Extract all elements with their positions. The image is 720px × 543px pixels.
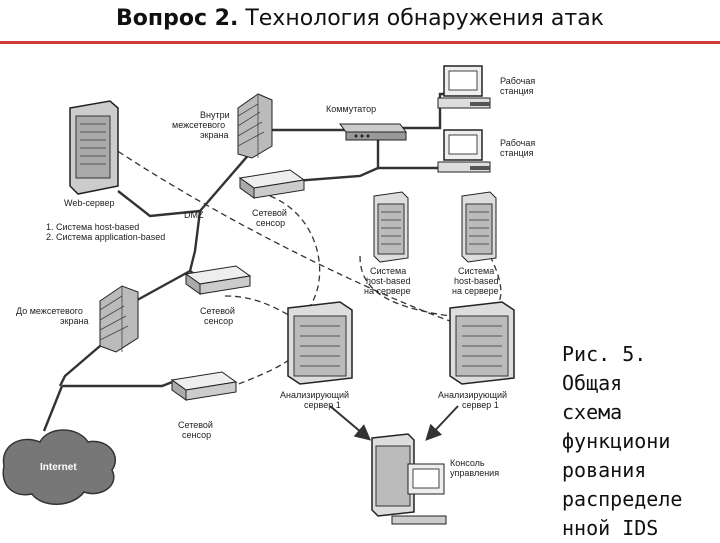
- network-sensor-2-icon: [184, 265, 252, 295]
- host-ids-server-1-icon: [373, 191, 409, 263]
- title-divider: [0, 41, 720, 44]
- outer-firewall-icon: [99, 285, 139, 353]
- internet-label: Internet: [40, 462, 77, 473]
- workstation-1-label-line2: станция: [500, 86, 534, 96]
- analyzer-server-1-icon: [287, 301, 353, 385]
- caption-line: рования: [562, 458, 647, 482]
- report-arrows: [329, 405, 459, 441]
- outer-firewall-label-line2: экрана: [60, 316, 89, 326]
- workstation-1: [437, 65, 491, 109]
- title-question-number: Вопрос 2.: [116, 6, 239, 31]
- analyzer-2-label-line1: Анализирующий: [438, 390, 507, 400]
- ids-network-diagram: Рабочая станция Рабочая станция Коммутат…: [2, 65, 535, 525]
- internet-cloud-icon: [2, 429, 117, 505]
- inner-firewall-label-line1: Внутри: [200, 110, 230, 120]
- sensor-2-label-line2: сенсор: [204, 316, 233, 326]
- analyzer-server-2-icon: [449, 301, 515, 385]
- caption-line: схема: [562, 400, 623, 424]
- caption-line: распределе: [562, 487, 683, 511]
- workstation-2: [437, 129, 491, 173]
- workstation-2-label-line1: Рабочая: [500, 138, 535, 148]
- sensor-1-label-line2: сенсор: [256, 218, 285, 228]
- analyzer-1-label-line1: Анализирующий: [280, 390, 349, 400]
- network-sensor-1-icon: [238, 169, 306, 199]
- caption-line: Общая: [562, 371, 623, 395]
- sensor-3-label-line2: сенсор: [182, 430, 211, 440]
- host-ids-1-label-line3: на сервере: [364, 286, 411, 296]
- web-server-label: Web-сервер: [64, 198, 115, 208]
- host-note-line2: 2. Система application-based: [46, 232, 165, 242]
- host-ids-2-label-line1: Система: [458, 266, 494, 276]
- host-ids-2-label-line3: на сервере: [452, 286, 499, 296]
- caption-line: функциони: [562, 429, 671, 453]
- host-ids-1-label-line2: host-based: [366, 276, 411, 286]
- workstation-2-label-line2: станция: [500, 148, 534, 158]
- host-ids-server-2-icon: [461, 191, 497, 263]
- inner-firewall-icon: [237, 93, 273, 159]
- network-sensor-3-icon: [170, 371, 238, 401]
- sensor-1-label-line1: Сетевой: [252, 208, 287, 218]
- switch-icon: [339, 123, 407, 141]
- console-label-line2: управления: [450, 468, 499, 478]
- web-server-icon: [69, 100, 119, 195]
- figure-caption: Рис. 5. Общая схема функциони рования ра…: [562, 340, 712, 543]
- sensor-3-label-line1: Сетевой: [178, 420, 213, 430]
- console-label-line1: Консоль: [450, 458, 485, 468]
- host-note-line1: 1. Система host-based: [46, 222, 139, 232]
- slide-title: Вопрос 2. Технология обнаружения атак: [0, 0, 720, 40]
- host-ids-2-label-line2: host-based: [454, 276, 499, 286]
- inner-firewall-label-line3: экрана: [200, 130, 229, 140]
- analyzer-1-label-line2: сервер 1: [304, 400, 341, 410]
- host-ids-1-label-line1: Система: [370, 266, 406, 276]
- title-topic: Технология обнаружения атак: [238, 6, 604, 31]
- workstation-1-label-line1: Рабочая: [500, 76, 535, 86]
- caption-line: нной IDS: [562, 516, 659, 540]
- caption-line: Рис. 5.: [562, 342, 647, 366]
- dmz-label: DMZ: [184, 210, 204, 220]
- inner-firewall-label-line2: межсетевого: [172, 120, 225, 130]
- sensor-2-label-line1: Сетевой: [200, 306, 235, 316]
- management-console-icon: [371, 433, 447, 525]
- switch-label: Коммутатор: [326, 104, 376, 114]
- outer-firewall-label-line1: До межсетевого: [16, 306, 83, 316]
- analyzer-2-label-line2: сервер 1: [462, 400, 499, 410]
